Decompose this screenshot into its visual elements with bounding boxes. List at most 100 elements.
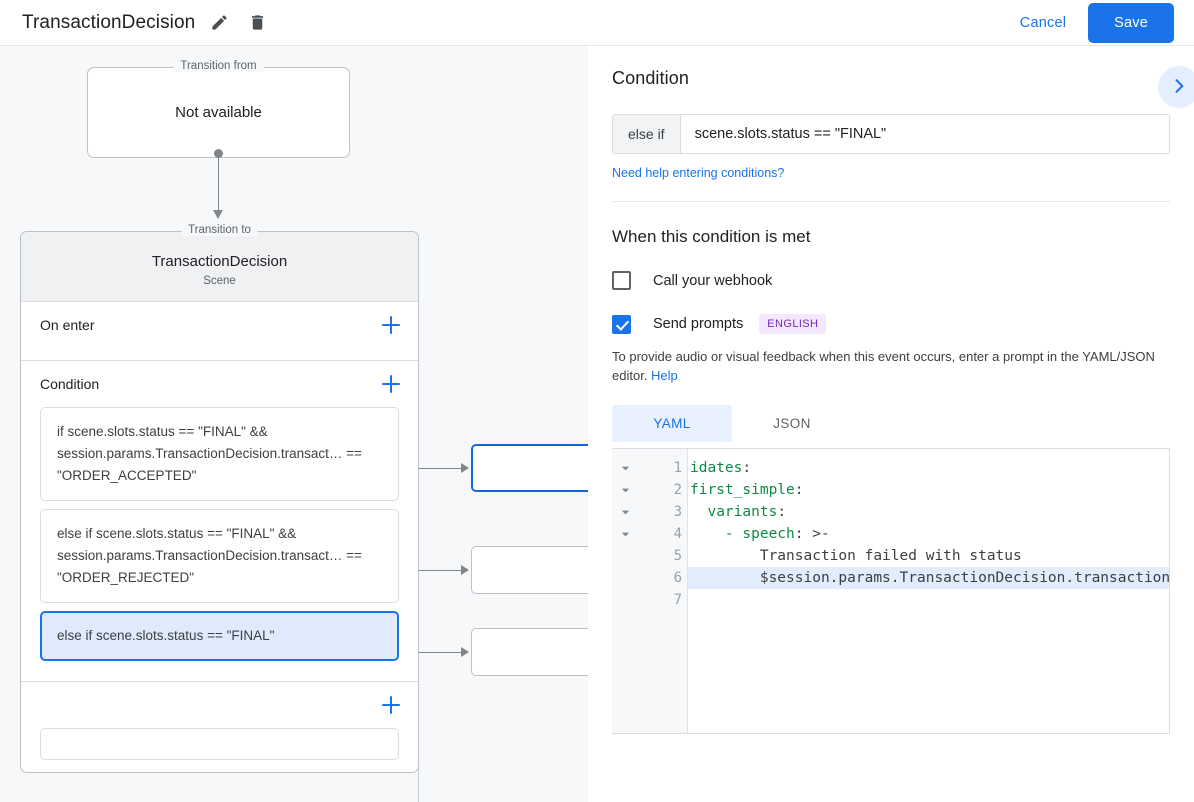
tab-yaml[interactable]: YAML	[612, 405, 732, 442]
line-number: 5	[673, 548, 682, 564]
detail-section-when-met: When this condition is met Call your web…	[588, 202, 1194, 734]
scene-card: Transition to TransactionDecision Scene …	[20, 224, 419, 773]
scene-header[interactable]: TransactionDecision Scene	[21, 232, 418, 302]
editor-gutter: 1 2 3 4 5	[612, 449, 688, 733]
add-on-enter-button[interactable]	[380, 314, 402, 336]
line-number: 4	[673, 526, 682, 542]
code-key: - speech	[724, 526, 795, 542]
condition-expression-input[interactable]	[680, 115, 1169, 153]
condition-card-rejected[interactable]: else if scene.slots.status == "FINAL" &&…	[40, 509, 399, 603]
connector-arrow	[213, 210, 223, 219]
section-on-enter: On enter	[21, 302, 418, 361]
call-webhook-label: Call your webhook	[653, 272, 773, 289]
send-prompts-checkbox[interactable]	[612, 314, 631, 334]
edge-line-2	[404, 570, 462, 571]
code-line: $session.params.TransactionDecision.tran…	[688, 567, 1169, 589]
target-box-rejected[interactable]	[471, 546, 588, 594]
code-key: idates	[690, 460, 743, 476]
detail-title: Condition	[612, 68, 689, 88]
scene-name: TransactionDecision	[151, 253, 288, 270]
condition-card-accepted[interactable]: if scene.slots.status == "FINAL" && sess…	[40, 407, 399, 501]
line-number: 2	[673, 482, 682, 498]
yaml-editor[interactable]: 1 2 3 4 5	[612, 448, 1170, 734]
gutter-row: 1	[612, 457, 687, 479]
condition-prefix-label: else if	[613, 115, 681, 153]
code-plain: $session.params.TransactionDecision.tran…	[759, 570, 1169, 586]
connector-dot	[214, 149, 223, 158]
add-condition-button[interactable]	[380, 373, 402, 395]
section-title-on-enter: On enter	[40, 317, 95, 333]
code-line: - speech: >-	[688, 523, 1169, 545]
edge-line-1	[404, 468, 462, 469]
gutter-row: 7	[612, 589, 687, 611]
pencil-icon	[210, 13, 229, 32]
section-slot-filling	[21, 682, 418, 772]
edge-arrow-3	[461, 647, 469, 657]
page-title: TransactionDecision	[22, 11, 196, 33]
code-line: Transaction failed with status	[688, 545, 1169, 567]
send-prompts-row: Send prompts ENGLISH	[612, 314, 1170, 334]
code-punct: :	[794, 482, 804, 498]
edge-arrow-1	[461, 463, 469, 473]
section-divider	[612, 201, 1170, 202]
gutter-row: 2	[612, 479, 687, 501]
language-badge: ENGLISH	[759, 314, 827, 334]
gutter-row: 5	[612, 545, 687, 567]
scene-type: Scene	[203, 275, 236, 287]
trash-icon	[248, 13, 267, 32]
target-box-accepted[interactable]	[471, 444, 588, 492]
call-webhook-checkbox[interactable]	[612, 271, 631, 290]
top-app-bar: TransactionDecision Cancel Save	[0, 0, 1194, 46]
code-line: first_simple:	[688, 479, 1169, 501]
code-indent	[690, 504, 707, 520]
fold-arrow-icon[interactable]	[612, 507, 638, 518]
code-plain: Transaction failed with status	[759, 548, 1022, 564]
prompts-hint: To provide audio or visual feedback when…	[612, 347, 1168, 385]
code-key: variants	[707, 504, 778, 520]
condition-input-row: else if	[612, 114, 1170, 154]
code-punct: :	[742, 460, 752, 476]
code-indent	[690, 548, 760, 564]
condition-card-final[interactable]: else if scene.slots.status == "FINAL"	[40, 611, 399, 661]
delete-button[interactable]	[243, 9, 271, 37]
scene-graph-pane: Transition from Not available Transition…	[0, 46, 588, 802]
fold-arrow-icon[interactable]	[612, 463, 638, 474]
target-box-final[interactable]	[471, 628, 588, 676]
edit-name-button[interactable]	[205, 9, 233, 37]
fold-arrow-icon[interactable]	[612, 485, 638, 496]
add-slot-filling-button[interactable]	[380, 694, 402, 716]
detail-section-condition: Condition else if Need help entering con…	[588, 46, 1194, 202]
tab-json[interactable]: JSON	[732, 405, 852, 442]
code-punct: : >-	[794, 526, 830, 542]
cancel-button[interactable]: Cancel	[1008, 7, 1078, 39]
section-header-condition: Condition	[21, 361, 418, 407]
section-header-slot-filling	[21, 682, 418, 728]
editor-code-area[interactable]: idates: first_simple: variants: - speech…	[688, 449, 1169, 733]
connector-line	[218, 154, 219, 211]
chevron-right-icon	[1169, 76, 1189, 99]
section-header-on-enter: On enter	[21, 302, 418, 348]
transition-from-value: Not available	[175, 104, 262, 121]
line-number: 6	[673, 570, 682, 586]
gutter-row: 3	[612, 501, 687, 523]
transition-from-box[interactable]: Transition from Not available	[87, 60, 350, 158]
fold-arrow-icon[interactable]	[612, 529, 638, 540]
condition-help-link[interactable]: Need help entering conditions?	[612, 166, 785, 180]
line-number: 7	[673, 592, 682, 608]
prompts-help-link[interactable]: Help	[651, 368, 678, 383]
editor-format-tabs: YAML JSON	[612, 405, 1170, 442]
line-number: 3	[673, 504, 682, 520]
code-line: idates:	[688, 457, 1169, 479]
save-button[interactable]: Save	[1088, 2, 1174, 43]
edge-line-3	[404, 652, 462, 653]
gutter-row: 4	[612, 523, 687, 545]
section-condition: Condition if scene.slots.status == "FINA…	[21, 361, 418, 682]
gutter-row: 6	[612, 567, 687, 589]
line-number: 1	[673, 460, 682, 476]
slot-validation-card[interactable]	[40, 728, 399, 760]
webhook-row: Call your webhook	[612, 271, 1170, 290]
section-title-condition: Condition	[40, 376, 100, 392]
code-indent	[690, 526, 725, 542]
code-line	[688, 589, 1169, 611]
collapse-panel-button[interactable]	[1158, 66, 1194, 108]
